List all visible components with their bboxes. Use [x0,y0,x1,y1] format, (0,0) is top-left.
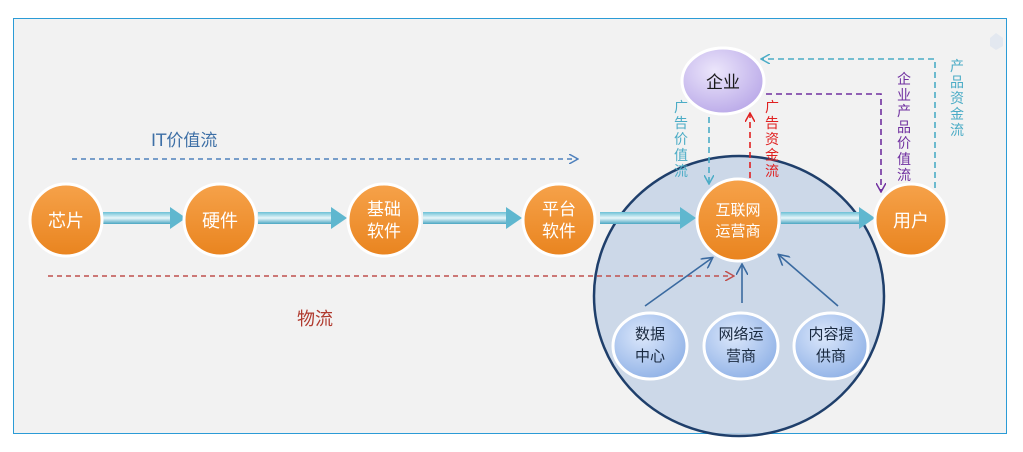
pipe-arrowhead [680,207,696,229]
node-platform-software: 平台 软件 [521,182,597,258]
node-basic-software-line2: 软件 [367,222,401,242]
node-basic-software: 基础 软件 [346,182,422,258]
ad-fund-flow-label: 广告资金流 [765,100,779,180]
pipe-chip-hardware [103,212,176,224]
product-fund-flow-arrow [762,59,936,188]
corner-mark-icon [990,33,1003,50]
node-enterprise: 企业 [680,46,766,116]
pipe-arrowhead [859,207,875,229]
node-basic-software-line1: 基础 [367,200,401,220]
node-network-operator-line1: 网络运 [718,325,763,343]
chain-pipes [103,207,875,229]
pipe-arrowhead [170,207,186,229]
node-isp-line2: 运营商 [715,222,760,240]
it-value-flow-label: IT价值流 [151,131,217,151]
pipe-arrowhead [331,207,347,229]
node-isp: 互联网 运营商 [695,177,781,263]
pipe-arrowhead [506,207,522,229]
node-chip-label: 芯片 [48,211,84,232]
product-fund-flow-label-vertical: 产品资金流 [950,59,964,139]
node-isp-line1: 互联网 [715,201,760,219]
node-content-provider-line1: 内容提 [808,325,853,343]
node-hardware: 硬件 [182,182,258,258]
ad-value-flow-label-vertical: 广告价值流 [674,100,688,180]
product-fund-flow-label: 产品资金流 [950,59,964,139]
node-data-center: 数据 中心 [611,311,689,381]
node-user: 用户 [873,182,949,258]
pipe-platform-isp [600,212,686,224]
content-provider-to-isp-arrow [779,255,839,307]
node-content-provider-line2: 供商 [816,347,846,365]
data-center-to-isp-arrow [644,258,712,307]
node-data-center-line1: 数据 [635,325,665,343]
node-user-label: 用户 [893,211,929,232]
node-enterprise-label: 企业 [706,73,740,93]
enterprise-product-value-flow-label-vertical: 企业产品价值流 [897,71,911,184]
logistics-label: 物流 [297,309,333,330]
node-content-provider: 内容提 供商 [792,311,870,381]
node-network-operator-line2: 营商 [726,347,756,365]
pipe-hardware-basic [258,212,337,224]
ad-value-flow-label: 广告价值流 [674,100,688,180]
node-platform-software-line2: 软件 [542,222,576,242]
ad-fund-flow-label-vertical: 广告资金流 [765,100,779,180]
node-data-center-line2: 中心 [635,347,665,365]
node-platform-software-line1: 平台 [542,200,576,220]
node-network-operator: 网络运 营商 [702,311,780,381]
enterprise-product-value-flow-label: 企业产品价值流 [897,71,911,184]
enterprise-product-value-flow-arrow [766,93,881,191]
node-hardware-label: 硬件 [202,211,238,232]
pipe-basic-platform [423,212,512,224]
pipe-isp-user [781,212,865,224]
node-chip: 芯片 [28,182,104,258]
